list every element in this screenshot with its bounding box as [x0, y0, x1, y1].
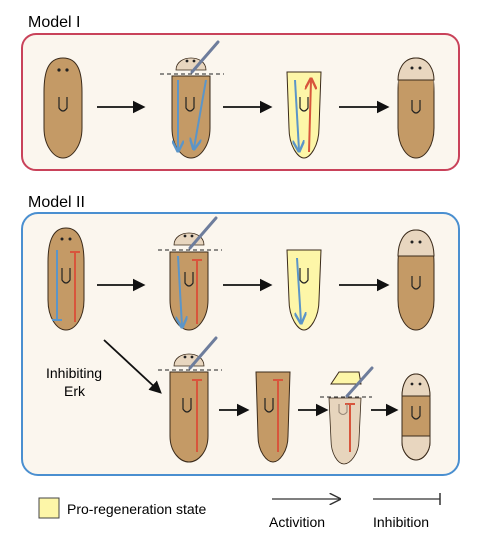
worm-fragment-pro-regeneration-2: [286, 249, 322, 331]
worm-amputated-gradients: [158, 216, 222, 331]
worm-regenerated-2: [397, 229, 435, 331]
legend-pro-regeneration-label: Pro-regeneration state: [67, 501, 207, 517]
legend-inhibition-label: Inhibition: [373, 514, 429, 530]
worm-amputated: [160, 40, 224, 159]
scalpel-icon: [345, 366, 374, 398]
model-1-title: Model I: [28, 14, 80, 31]
worm-fragment-no-regeneration: [255, 371, 291, 463]
worm-fragment-pro-regeneration: [286, 71, 322, 159]
scalpel-icon: [188, 216, 218, 250]
legend-activation-label: Activition: [269, 514, 325, 530]
eye-icon: [65, 68, 69, 72]
arrow-icon: [103, 339, 162, 394]
scalpel-icon: [188, 336, 218, 370]
model-2-title: Model II: [28, 194, 85, 211]
inhibiting-label: Inhibiting: [46, 365, 102, 381]
worm-regenerated: [397, 57, 435, 159]
worm-amputated-erk-inhibited: [158, 336, 222, 463]
worm-intact-gradients: [47, 227, 85, 331]
worm-intact: [43, 57, 83, 159]
worm-small-regenerated: [401, 373, 431, 461]
scalpel-icon: [190, 40, 220, 74]
erk-label: Erk: [64, 383, 86, 399]
worm-reamputated: [320, 366, 374, 465]
pharynx-icon: [58, 97, 68, 112]
model-2-panel: [21, 212, 460, 476]
eye-icon: [57, 68, 61, 72]
legend-pro-regeneration-swatch: [38, 497, 60, 519]
model-1-panel: [21, 33, 460, 171]
